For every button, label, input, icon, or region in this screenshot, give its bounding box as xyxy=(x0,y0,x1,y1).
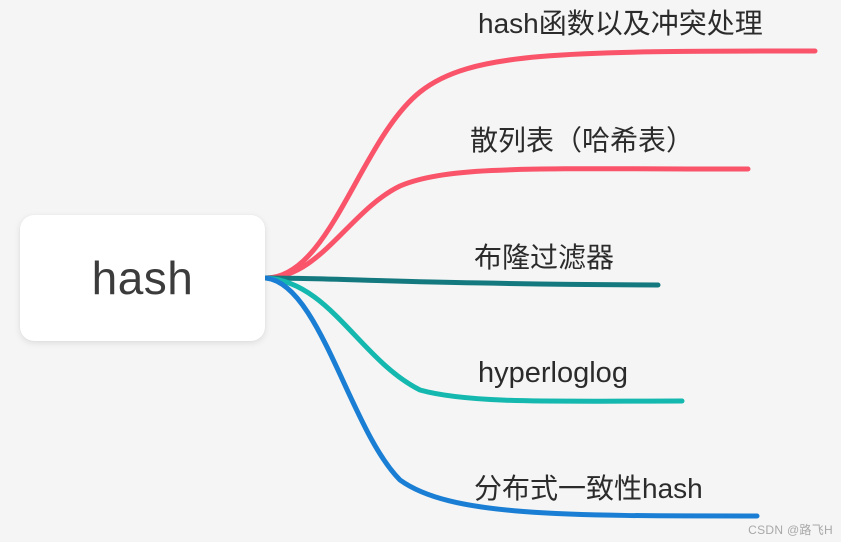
branch-line-1 xyxy=(263,166,751,281)
branch-label-consistent-hash[interactable]: 分布式一致性hash xyxy=(474,473,703,504)
root-node[interactable]: hash xyxy=(20,215,265,341)
branch-label-hash-table[interactable]: 散列表（哈希表） xyxy=(470,125,695,156)
branch-line-0 xyxy=(263,48,818,281)
branch-line-3 xyxy=(263,275,685,404)
branch-label-bloom-filter[interactable]: 布隆过滤器 xyxy=(474,242,615,273)
branch-label-hyperloglog[interactable]: hyperloglog xyxy=(478,357,628,389)
branch-label-hash-function[interactable]: hash函数以及冲突处理 xyxy=(478,8,763,39)
root-node-label: hash xyxy=(91,252,194,304)
watermark-text: CSDN @路飞H xyxy=(748,523,833,537)
branch-line-2 xyxy=(263,275,661,288)
branch-line-4 xyxy=(263,275,760,519)
